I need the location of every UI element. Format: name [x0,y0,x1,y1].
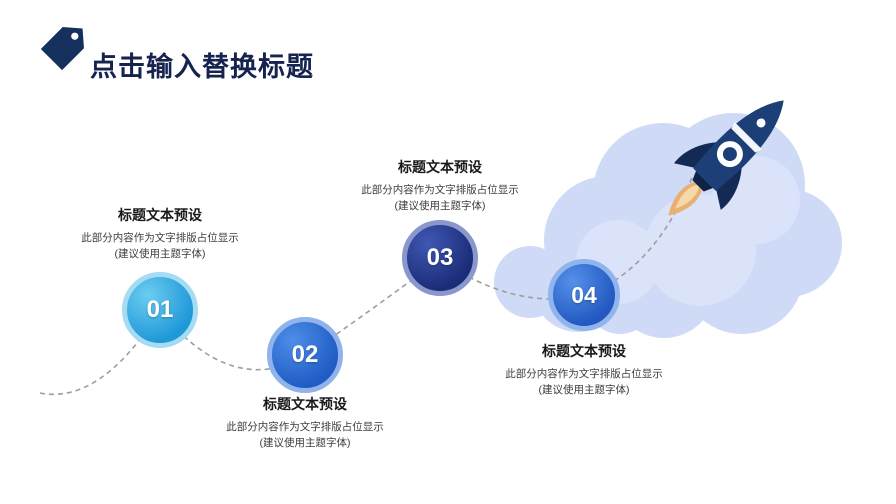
step-circle-2: 02 [267,317,343,393]
step-number: 03 [426,244,454,271]
step-circle-1: 01 [122,272,198,348]
step-heading: 标题文本预设 [542,343,626,359]
step-text-1: 标题文本预设 此部分内容作为文字排版占位显示 (建议使用主题字体) [55,205,265,263]
step-desc-line1: 此部分内容作为文字排版占位显示 [81,232,239,244]
step-desc-line1: 此部分内容作为文字排版占位显示 [226,421,384,433]
slide-title: 点击输入替换标题 [90,52,314,83]
step-heading: 标题文本预设 [118,207,202,223]
rocket-icon [668,100,784,216]
rocket-fin-right [715,163,742,210]
step-desc-line2: (建议使用主题字体) [114,248,206,261]
rocket-nozzle [692,171,713,192]
step-text-4: 标题文本预设 此部分内容作为文字排版占位显示 (建议使用主题字体) [479,341,689,399]
step-number: 02 [291,341,319,368]
step-text-3: 标题文本预设 此部分内容作为文字排版占位显示 (建议使用主题字体) [335,157,545,215]
rocket-fin-left [674,142,721,169]
step-desc-line1: 此部分内容作为文字排版占位显示 [361,184,519,196]
step-text-2: 标题文本预设 此部分内容作为文字排版占位显示 (建议使用主题字体) [200,394,410,452]
rocket-window-small [756,118,766,128]
step-circle-4: 04 [548,259,620,331]
step-desc-line2: (建议使用主题字体) [259,437,351,450]
step-circle-3: 03 [402,220,478,296]
rocket-window-center [722,147,737,162]
step-heading: 标题文本预设 [263,396,347,412]
step-desc-line2: (建议使用主题字体) [538,384,630,397]
step-desc-line1: 此部分内容作为文字排版占位显示 [505,368,663,380]
step-heading: 标题文本预设 [398,159,482,175]
step-number: 01 [146,296,174,323]
step-number: 04 [571,281,597,308]
rocket-flame-inner [675,184,700,209]
rocket-stripe [731,122,762,153]
step-desc-line2: (建议使用主题字体) [394,200,486,213]
tag-icon [40,27,84,71]
